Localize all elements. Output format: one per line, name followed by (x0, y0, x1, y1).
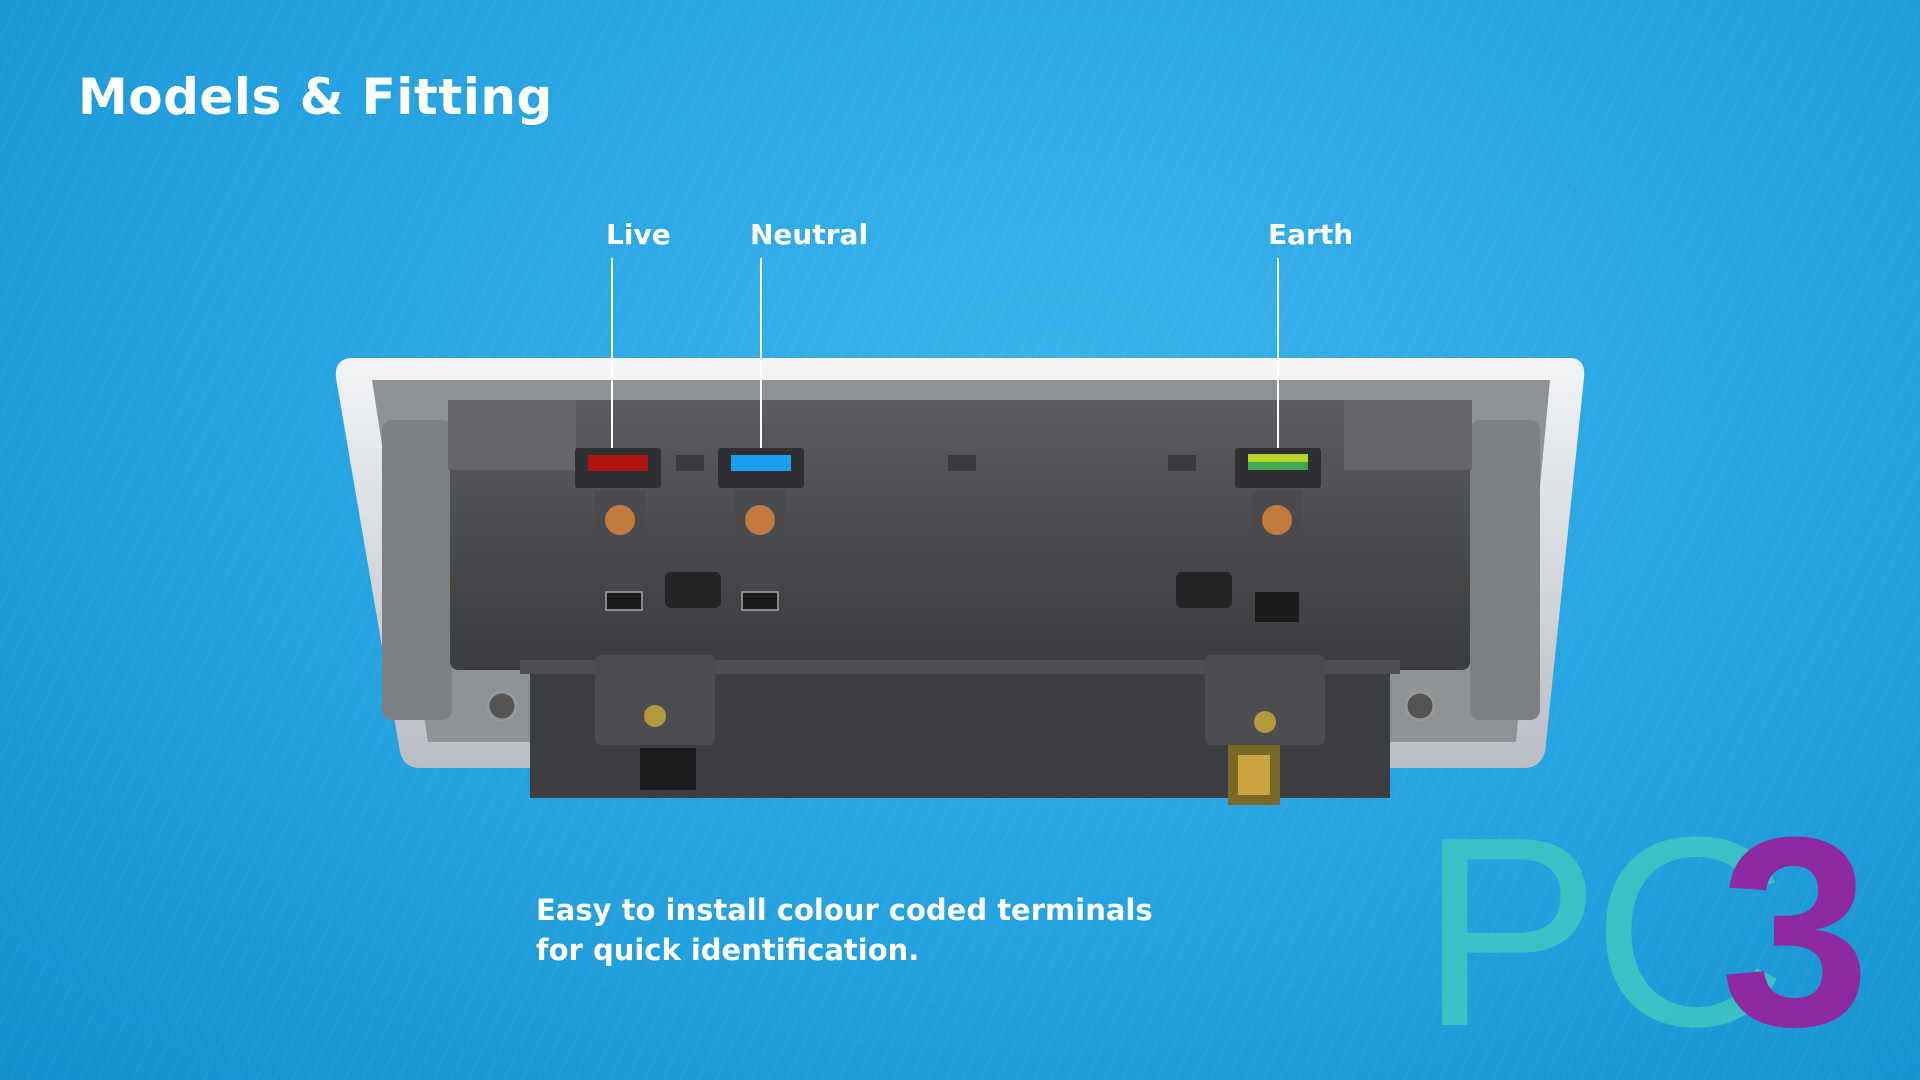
leader-line-earth (1277, 258, 1279, 448)
terminal-live (575, 448, 661, 611)
terminal-label-live: Live (606, 218, 671, 251)
caption-line-2: for quick identification. (536, 933, 920, 967)
terminal-label-earth: Earth (1268, 218, 1354, 251)
terminal-earth-colour-tag (1248, 454, 1308, 462)
logo-letters: PC (1420, 820, 1779, 1040)
terminal-neutral-colour-tag (731, 455, 791, 471)
terminal-live-colour-tag (588, 455, 648, 471)
page-title: Models & Fitting (78, 68, 553, 126)
logo-digit: 3 (1720, 820, 1870, 1040)
mounting-lug-right (1470, 420, 1540, 720)
mounting-lug-left (382, 420, 452, 720)
pc3-logo: PC 3 (1420, 820, 1870, 1040)
terminal-earth (1235, 448, 1321, 622)
terminal-neutral (718, 448, 804, 611)
switch-housing-left (595, 655, 715, 745)
caption-line-1: Easy to install colour coded terminals (536, 893, 1153, 927)
switch-housing-right (1205, 655, 1325, 745)
leader-line-neutral (760, 258, 762, 448)
terminal-label-neutral: Neutral (750, 218, 869, 251)
leader-line-live (611, 258, 613, 448)
caption: Easy to install colour coded terminals f… (536, 890, 1153, 970)
